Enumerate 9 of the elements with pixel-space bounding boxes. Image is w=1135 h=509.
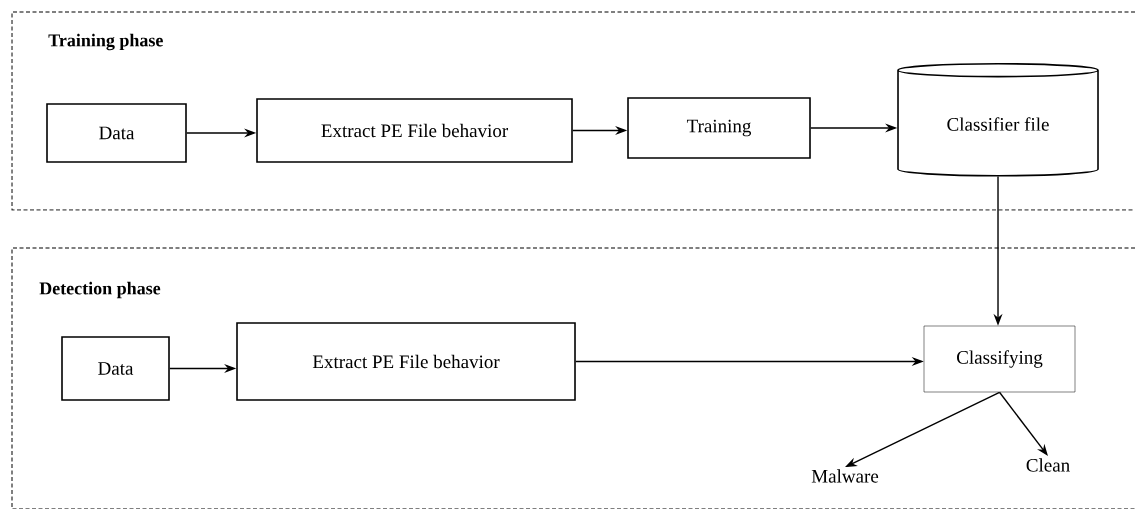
process-box: Data (46, 103, 187, 163)
process-box: Extract PE File behavior (236, 322, 576, 401)
output-label: Malware (811, 469, 879, 483)
process-box: Training (627, 97, 811, 159)
process-box: Extract PE File behavior (256, 98, 573, 163)
database-cylinder: Classifier file (897, 62, 1099, 177)
process-box: Data (61, 336, 170, 401)
process-box: Classifying (923, 325, 1076, 393)
output-label: Clean (1026, 458, 1070, 472)
